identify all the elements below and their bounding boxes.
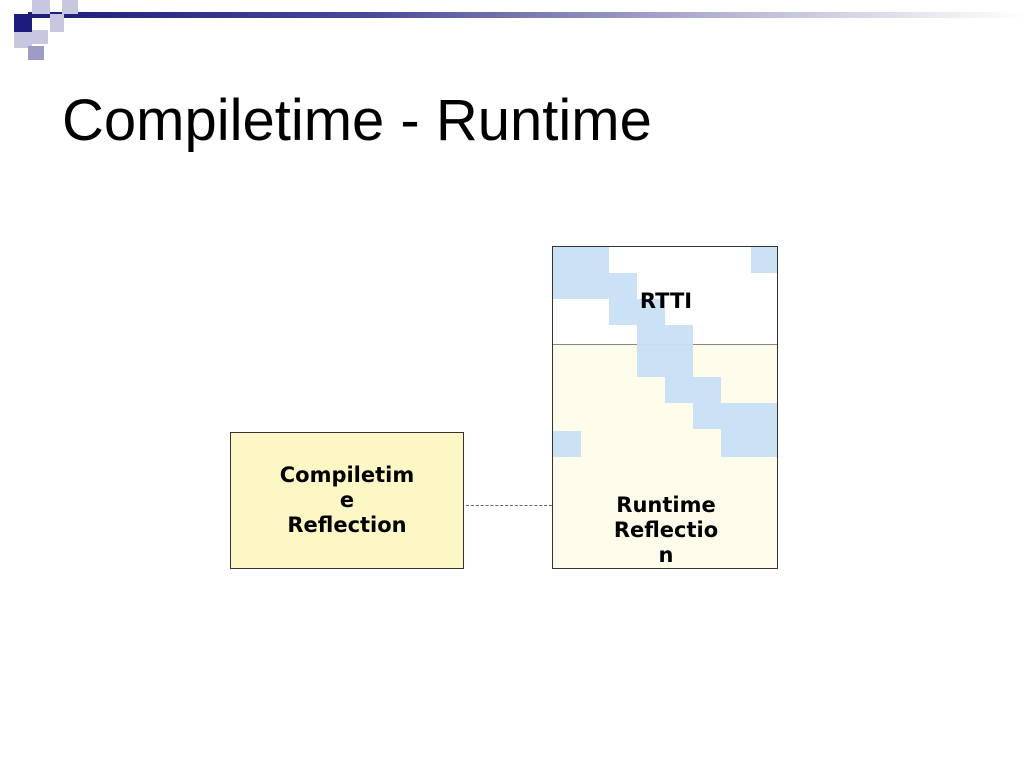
dashed-connector-line	[466, 505, 552, 506]
runtime-reflection-section	[553, 457, 777, 568]
label-line: e	[339, 487, 355, 512]
runtime-reflection-label: Runtime Reflectio n	[553, 493, 777, 568]
runtime-stack: RTTI Runtime Reflectio n	[552, 246, 778, 569]
label-line: n	[658, 543, 674, 568]
label-line: Runtime	[616, 493, 716, 517]
corner-square-medium	[28, 46, 44, 60]
corner-square-light	[32, 0, 50, 14]
label-line: Reflection	[287, 513, 407, 538]
compiletime-reflection-label: Compiletim e Reflection	[280, 463, 415, 539]
corner-square-light	[50, 14, 64, 32]
corner-square-dark	[14, 14, 32, 32]
checker-pattern	[553, 247, 777, 457]
corner-square-light	[62, 0, 78, 14]
rtti-label: RTTI	[639, 289, 693, 313]
label-line: Reflectio	[613, 518, 719, 543]
compiletime-reflection-box: Compiletim e Reflection	[230, 432, 464, 569]
corner-square-light	[32, 30, 48, 44]
header-gradient-band	[28, 12, 1024, 18]
slide-title: Compiletime - Runtime	[62, 88, 652, 153]
label-line: Compiletim	[279, 462, 415, 487]
corner-square-light	[14, 32, 32, 48]
